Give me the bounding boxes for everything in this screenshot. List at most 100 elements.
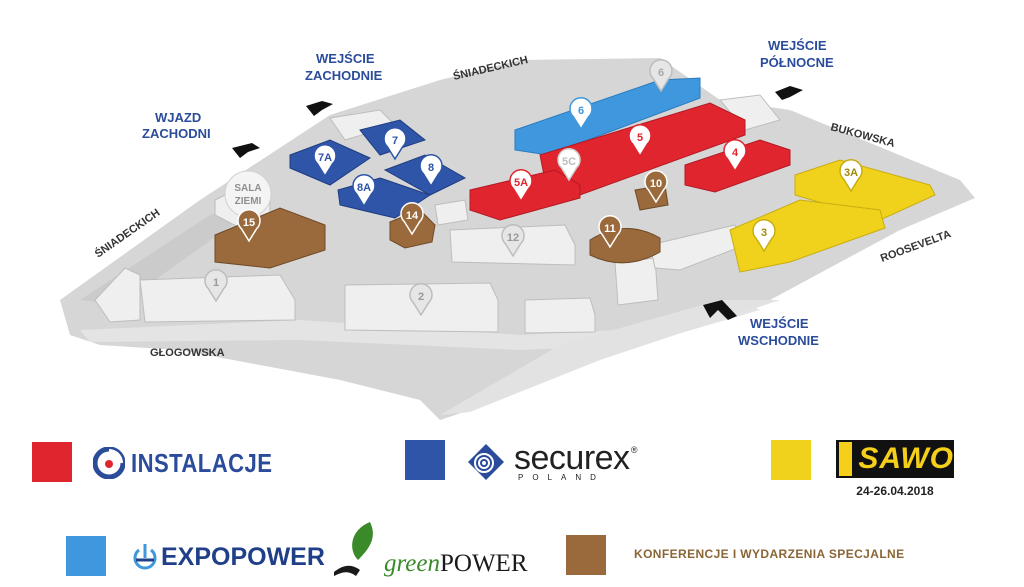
pavilion-15-label: 15 (243, 217, 255, 229)
leaf-icon (334, 522, 373, 576)
pin-marker-icon (557, 148, 581, 182)
pavilion-11-label: 11 (604, 223, 616, 235)
sala-ziemi-line1: SALA (234, 183, 261, 194)
sawo-pavilions (729, 159, 936, 273)
pavilion-5c-label: 5C (562, 156, 576, 168)
pavilion-15-pin[interactable]: 15 (237, 209, 261, 243)
entrance-west-drive: WJAZD ZACHODNI (142, 110, 260, 158)
konferencje-label: KONFERENCJE I WYDARZENIA SPECJALNE (634, 547, 905, 561)
pavilion-5-label: 5 (637, 132, 643, 144)
logo-greenpower: green POWER (330, 518, 528, 578)
pavilion-5c-pin[interactable]: 5C (557, 148, 581, 182)
entrance-east-line2: WSCHODNIE (738, 333, 819, 348)
pin-marker-icon (509, 169, 533, 203)
entrance-east: WEJŚCIE WSCHODNIE (703, 300, 819, 348)
building-small (434, 199, 469, 226)
logo-sawo: SAWO 24-26.04.2018 (836, 440, 954, 498)
pavilion-5a-pin[interactable]: 5A (509, 169, 533, 203)
securex-registered: ® (630, 444, 638, 455)
securex-name: securex (514, 438, 630, 477)
swatch-sawo (771, 440, 811, 480)
pavilion-6-label: 6 (578, 105, 584, 117)
swatch-instalacje (32, 442, 72, 482)
pin-marker-icon (644, 170, 668, 204)
pavilion-3-area (729, 199, 886, 273)
greenpower-green: green (384, 550, 440, 577)
logo-instalacje: INSTALACJE (93, 443, 297, 483)
entrance-west-drive-line2: ZACHODNI (142, 126, 211, 141)
pavilion-7-label: 7 (392, 135, 398, 147)
pin-marker-icon (501, 224, 525, 258)
pavilion-8a-pin[interactable]: 8A (352, 174, 376, 208)
pin-marker-icon (352, 174, 376, 208)
pin-marker-icon (419, 154, 443, 188)
pavilion-14-label: 14 (406, 210, 419, 222)
pin-marker-icon (839, 159, 863, 193)
pin-marker-icon (204, 269, 228, 303)
pin-marker-icon (649, 59, 673, 93)
sawo-name: SAWO (858, 442, 954, 475)
pin-marker-icon (628, 124, 652, 158)
street-glogowska: GŁOGOWSKA (150, 347, 225, 359)
pavilion-1-wing (94, 267, 141, 323)
pavilion-14-pin[interactable]: 14 (400, 202, 424, 236)
pavilion-6-pin[interactable]: 6 (569, 97, 593, 131)
pavilion-15-area (214, 207, 326, 269)
pavilion-12-pin[interactable]: 12 (501, 224, 525, 258)
expopower-label: EXPOPOWER (161, 542, 325, 571)
entrance-north-line2: PÓŁNOCNE (760, 55, 834, 70)
pin-marker-icon (383, 127, 407, 161)
pavilion-12-label: 12 (507, 232, 519, 244)
pavilion-2-label: 2 (418, 291, 424, 303)
pavilion-7-pin[interactable]: 7 (383, 127, 407, 161)
pin-marker-icon (237, 209, 261, 243)
pavilion-8-pin[interactable]: 8 (419, 154, 443, 188)
entrance-north: WEJŚCIE PÓŁNOCNE (760, 38, 834, 100)
arrow-icon (232, 143, 260, 158)
entrance-east-line1: WEJŚCIE (750, 316, 809, 331)
securex-logo-icon (468, 444, 504, 480)
pavilion-3a-label: 3A (844, 167, 858, 179)
entrance-west-line2: ZACHODNIE (305, 68, 383, 83)
pavilion-11-pin[interactable]: 11 (598, 215, 622, 249)
sawo-date: 24-26.04.2018 (856, 484, 934, 498)
sawo-sun-icon (839, 442, 853, 476)
pin-marker-icon (313, 144, 337, 178)
pavilion-6b-pin[interactable]: 6 (649, 59, 673, 93)
pavilion-4-label: 4 (732, 147, 739, 159)
pin-marker-icon (569, 97, 593, 131)
sawo-logo-box: SAWO (836, 440, 954, 478)
instalacje-label: INSTALACJE (131, 447, 273, 478)
pavilion-10-pin[interactable]: 10 (644, 170, 668, 204)
arrow-icon (703, 300, 737, 320)
greenpower-power: POWER (440, 550, 528, 577)
pavilion-4-pin[interactable]: 4 (723, 139, 747, 173)
fair-grounds-map: ŚNIADECKICH ŚNIADECKICH BUKOWSKA ROOSEVE… (60, 38, 975, 420)
swatch-konferencje (566, 535, 606, 575)
pin-marker-icon (409, 283, 433, 317)
pavilion-6b-label: 6 (658, 67, 664, 79)
entrance-west-line1: WEJŚCIE (316, 51, 375, 66)
pavilion-3-pin[interactable]: 3 (752, 219, 776, 253)
entrance-north-line1: WEJŚCIE (768, 38, 827, 53)
building-east (614, 257, 659, 306)
arrow-icon (306, 101, 333, 116)
entrance-west-drive-line1: WJAZD (155, 110, 201, 125)
securex-sub: POLAND (518, 472, 605, 482)
entrance-west: WEJŚCIE ZACHODNIE (305, 51, 383, 116)
pavilion-5a-label: 5A (514, 177, 528, 189)
building-east-long (649, 224, 746, 271)
logo-expopower: EXPOPOWER (132, 537, 325, 577)
konferencje-buildings (214, 184, 669, 269)
pavilion-3a-pin[interactable]: 3A (839, 159, 863, 193)
building-south (524, 297, 596, 334)
arrow-icon (775, 86, 803, 100)
pavilion-7a-pin[interactable]: 7A (313, 144, 337, 178)
pavilion-1-pin[interactable]: 1 (204, 269, 228, 303)
pavilion-2-pin[interactable]: 2 (409, 283, 433, 317)
swatch-expopower (66, 536, 106, 576)
pavilion-5-pin[interactable]: 5 (628, 124, 652, 158)
pin-marker-icon (752, 219, 776, 253)
road-band-east (440, 300, 780, 415)
logo-securex: securex POLAND ® (466, 438, 638, 486)
